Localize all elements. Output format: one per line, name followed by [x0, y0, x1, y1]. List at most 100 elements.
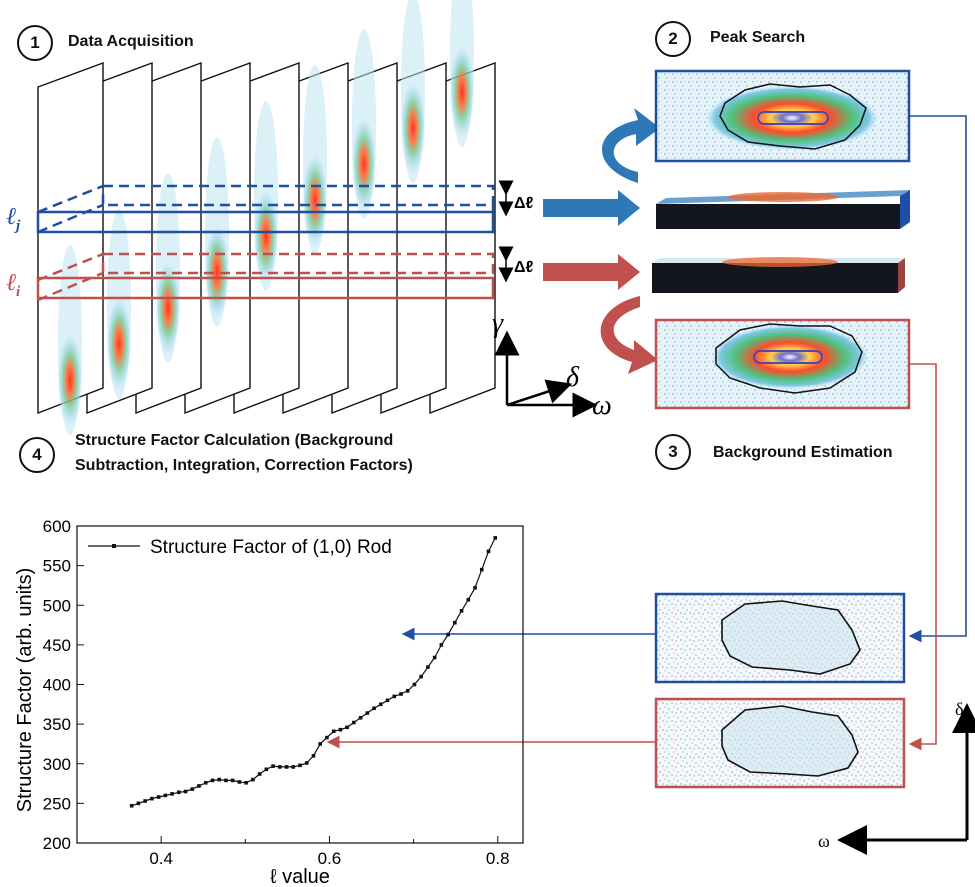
data-point — [325, 735, 329, 740]
slice-j-label: ℓj — [6, 204, 21, 234]
x-axis-ticks: 0.4 0.6 0.8 — [76, 836, 510, 868]
data-point — [136, 801, 141, 806]
data-point — [170, 792, 174, 796]
delta-l-label-i: Δℓ — [514, 259, 534, 276]
data-point — [318, 742, 322, 746]
integration-image-blue — [654, 592, 906, 684]
right-omega-label: ω — [818, 831, 830, 851]
data-point — [217, 777, 222, 782]
data-point — [439, 643, 444, 647]
integration-image-red — [654, 697, 906, 789]
data-point — [230, 778, 235, 783]
series-points — [129, 536, 498, 808]
data-point — [412, 682, 417, 687]
data-point — [419, 674, 423, 679]
data-point — [203, 780, 208, 785]
data-point — [156, 795, 161, 799]
background-estimation-image — [654, 318, 911, 410]
step-3-title: Background Estimation — [713, 444, 893, 461]
data-point — [345, 725, 349, 730]
data-point — [237, 780, 242, 784]
legend: Structure Factor of (1,0) Rod — [88, 537, 392, 558]
data-point — [486, 549, 491, 554]
step-4-title: Structure Factor Calculation (Background… — [75, 428, 413, 478]
data-point — [244, 780, 248, 785]
gamma-label: γ — [492, 308, 504, 339]
data-point — [479, 567, 484, 572]
data-point — [224, 778, 228, 783]
data-point — [358, 715, 363, 720]
data-point — [385, 698, 390, 703]
data-point — [331, 729, 336, 734]
data-point — [190, 787, 195, 791]
data-point — [150, 796, 154, 801]
y-tick-label: 600 — [43, 517, 71, 536]
x-tick-label: 0.8 — [486, 849, 510, 868]
data-point — [392, 694, 397, 699]
y-tick-label: 300 — [43, 755, 71, 774]
slice-box-i — [36, 252, 495, 302]
step-1-title: Data Acquisition — [68, 33, 194, 50]
data-point — [284, 765, 289, 769]
data-point — [365, 711, 370, 715]
data-point — [210, 778, 215, 783]
blue-curved-arrow — [602, 108, 660, 183]
y-tick-label: 500 — [43, 596, 71, 615]
step-1-number: 1 — [17, 25, 53, 61]
data-point — [251, 777, 255, 782]
legend-label: Structure Factor of (1,0) Rod — [150, 537, 392, 558]
data-point — [426, 665, 430, 669]
data-point — [432, 655, 437, 660]
y-tick-label: 400 — [43, 676, 71, 695]
red-slice-arrow — [543, 254, 640, 290]
data-point — [405, 689, 410, 693]
step-4-number: 4 — [19, 437, 55, 473]
step-4-title-line2: Subtraction, Integration, Correction Fac… — [75, 457, 413, 474]
data-point — [197, 784, 201, 788]
data-point — [298, 763, 302, 768]
data-point — [311, 754, 316, 758]
step-2-title: Peak Search — [710, 29, 806, 46]
omega-label: ω — [592, 390, 612, 421]
data-point — [143, 799, 147, 803]
peak-search-image — [654, 69, 911, 163]
data-point — [372, 706, 376, 711]
data-point — [453, 620, 457, 625]
data-point — [399, 692, 403, 696]
y-tick-label: 450 — [43, 636, 71, 655]
y-axis-label: Structure Factor (arb. units) — [14, 568, 36, 813]
data-point — [264, 767, 269, 772]
data-point — [291, 765, 296, 769]
data-point — [378, 702, 383, 707]
data-point — [466, 597, 471, 602]
red-curved-arrow — [600, 296, 658, 374]
series-line — [131, 537, 496, 807]
data-point — [304, 761, 309, 765]
detector-frame — [37, 61, 104, 435]
detector-frame-stack — [37, 0, 496, 435]
data-point — [129, 803, 134, 808]
y-tick-label: 250 — [43, 794, 71, 813]
x-tick-label: 0.4 — [149, 849, 173, 868]
image-axes — [837, 703, 975, 855]
peak-slab-blue — [656, 190, 910, 229]
data-point — [163, 793, 168, 798]
slice-box-j — [36, 184, 495, 234]
data-point — [271, 764, 275, 768]
peak-slab-red — [652, 257, 905, 293]
x-tick-label: 0.6 — [318, 849, 342, 868]
data-point — [257, 772, 262, 776]
slice-i-label: ℓi — [6, 270, 21, 300]
blue-slice-arrow — [543, 190, 640, 226]
frame-axes — [494, 330, 598, 418]
y-tick-label: 550 — [43, 557, 71, 576]
y-tick-label: 350 — [43, 715, 71, 734]
step-4-title-line1: Structure Factor Calculation (Background — [75, 432, 394, 449]
delta-l-label-j: Δℓ — [514, 195, 534, 212]
data-point — [459, 608, 464, 613]
red-connector — [326, 363, 937, 751]
data-point — [183, 789, 188, 794]
plot-frame — [76, 525, 524, 844]
